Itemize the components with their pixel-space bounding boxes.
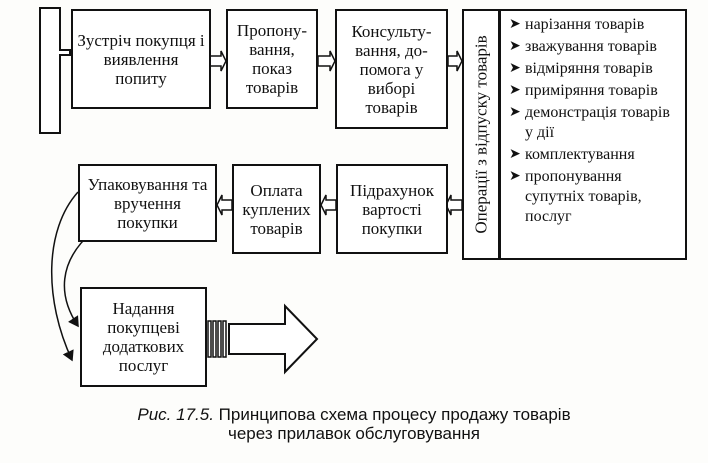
box-calculation: Підрахунок вартості покупки (336, 164, 448, 254)
box-packaging: Упаковування та вручення покупки (78, 164, 217, 242)
list-item: ➤ нарізання товарів (509, 15, 681, 35)
box-meeting-customer: Зустріч покупця і виявлення попиту (71, 9, 211, 109)
arrow-bullet-icon: ➤ (509, 39, 521, 54)
arrow-bullet-icon: ➤ (509, 169, 521, 184)
caption-title: Принципова схема процесу продажу товарів (218, 405, 571, 424)
bottom-row-connectors (216, 194, 463, 216)
box-payment: Оплата куплених товарів (232, 164, 321, 254)
list-item: ➤ приміряння товарів (509, 81, 681, 101)
caption-line-2: через прилавок обслуговування (228, 424, 480, 443)
list-item: ➤ зважування товарів (509, 37, 681, 57)
box-packaging-label: Упаковування та вручення покупки (87, 174, 208, 232)
operation-text: комплектування (525, 146, 635, 163)
operation-text: демонстрація товарів у дії (525, 104, 670, 141)
arrow-bullet-icon: ➤ (509, 83, 521, 98)
list-item: ➤ комплектування (509, 145, 681, 165)
arrow-bullet-icon: ➤ (509, 17, 521, 32)
arrow-bullet-icon: ➤ (509, 61, 521, 76)
striped-bars (207, 320, 227, 358)
caption-line-1: Рис. 17.5. Принципова схема процесу прод… (0, 405, 708, 424)
box-payment-label: Оплата куплених товарів (242, 180, 311, 238)
box-extra-services: Надання покупцеві додаткових послуг (80, 287, 207, 387)
box-consulting: Консульту-вання, до-помога у виборі това… (335, 9, 448, 129)
list-item: ➤ пропонування супутніх товарів, послуг (509, 167, 681, 227)
box-extra-services-label: Надання покупцеві додаткових послуг (102, 299, 185, 375)
top-row-connectors (209, 50, 463, 72)
box-consulting-label: Консульту-вання, до-помога у виборі това… (351, 21, 432, 117)
figure-caption: Рис. 17.5. Принципова схема процесу прод… (0, 405, 708, 443)
operation-text: зважування товарів (525, 38, 657, 55)
operation-text: відміряння товарів (525, 60, 653, 77)
entry-arrow (39, 7, 71, 134)
operations-list: ➤ нарізання товарів ➤ зважування товарів ➤… (499, 9, 687, 260)
figure-number: Рис. 17.5. (137, 405, 214, 424)
operations-label: Операції з відпуску товарів (471, 35, 491, 234)
arrow-bullet-icon: ➤ (509, 147, 521, 162)
arrow-bullet-icon: ➤ (509, 105, 521, 120)
list-item: ➤ відміряння товарів (509, 59, 681, 79)
outcome-arrow (228, 303, 319, 375)
box-operations-label: Операції з відпуску товарів (462, 9, 500, 260)
box-offering-label: Пропону-вання, показ товарів (236, 21, 308, 97)
operation-text: нарізання товарів (525, 16, 645, 33)
box-calculation-label: Підрахунок вартості покупки (350, 180, 434, 238)
box-offering: Пропону-вання, показ товарів (226, 9, 318, 109)
operation-text: пропонування супутніх товарів, послуг (525, 168, 642, 225)
operation-text: приміряння товарів (525, 82, 658, 99)
list-item: ➤ демонстрація товарів у дії (509, 103, 681, 143)
box-meeting-customer-label: Зустріч покупця і виявлення попиту (77, 30, 205, 88)
